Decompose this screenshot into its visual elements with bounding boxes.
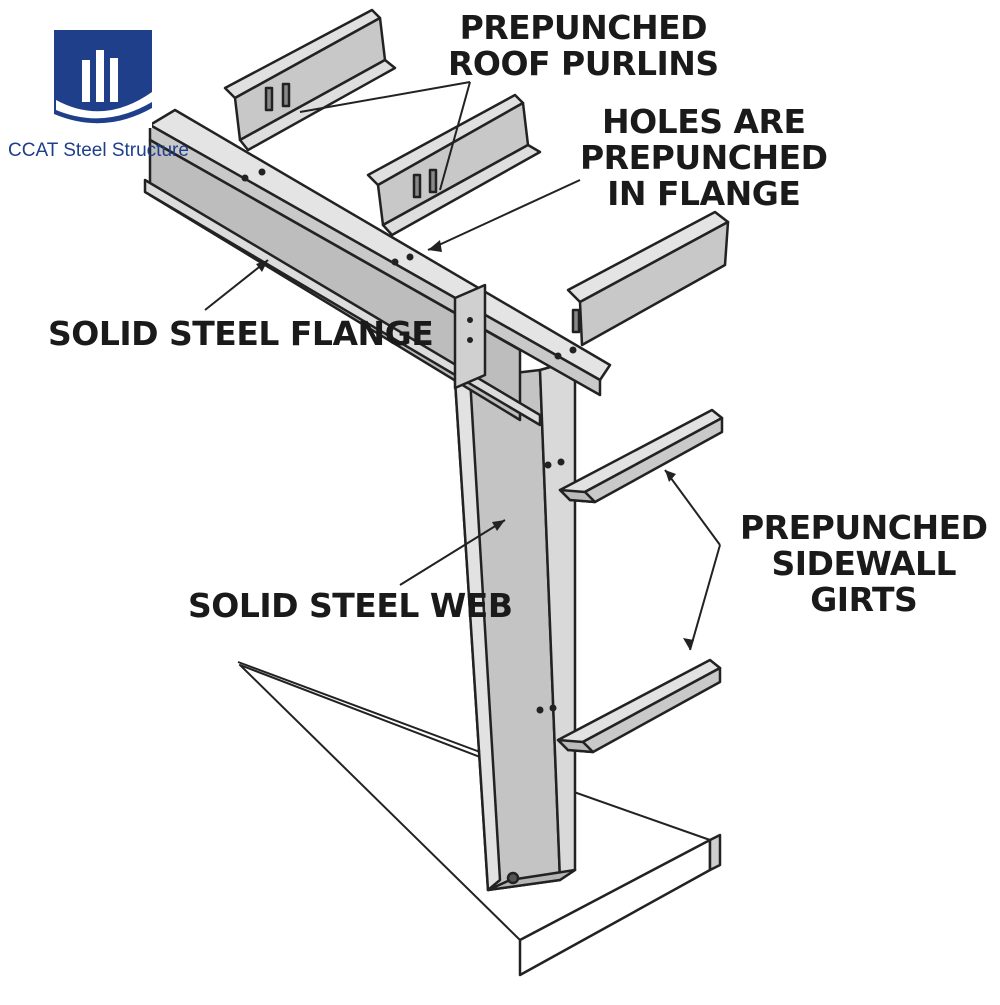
leader-purlin-1 bbox=[299, 81, 471, 113]
company-name: CCAT Steel Structure bbox=[8, 140, 189, 161]
leader-flange bbox=[204, 259, 269, 311]
label-line: IN FLANGE bbox=[607, 174, 801, 213]
leader-slab bbox=[237, 661, 481, 753]
company-logo bbox=[54, 30, 152, 128]
label-line: PREPUNCHED bbox=[740, 508, 988, 547]
connection-plate bbox=[453, 283, 487, 390]
sidewall-girt-2 bbox=[556, 658, 722, 754]
label-solid-steel-web: SOLID STEEL WEB bbox=[188, 586, 513, 625]
roof-purlin-1 bbox=[223, 8, 397, 152]
leader-girt-2 bbox=[689, 544, 721, 651]
label-line: PREPUNCHED bbox=[459, 8, 708, 47]
leader-holes bbox=[427, 179, 581, 251]
tapered-column bbox=[453, 358, 577, 892]
label-roof-purlins: PREPUNCHED ROOF PURLINS bbox=[448, 10, 719, 82]
label-holes-prepunched: HOLES ARE PREPUNCHED IN FLANGE bbox=[580, 104, 828, 212]
leader-purlin-2 bbox=[439, 81, 471, 191]
label-line: HOLES ARE bbox=[602, 102, 806, 141]
leader-lines bbox=[204, 81, 721, 753]
eave-strut bbox=[566, 210, 730, 347]
label-line: SIDEWALL bbox=[771, 544, 957, 583]
rafter-beam bbox=[143, 108, 612, 427]
leader-girt-1 bbox=[664, 469, 721, 546]
label-line: GIRTS bbox=[810, 580, 918, 619]
label-line: PREPUNCHED bbox=[580, 138, 828, 177]
foundation-slab bbox=[239, 664, 722, 977]
label-line: ROOF PURLINS bbox=[448, 44, 719, 83]
label-sidewall-girts: PREPUNCHED SIDEWALL GIRTS bbox=[740, 510, 988, 618]
roof-purlin-2 bbox=[366, 93, 542, 237]
leader-web bbox=[399, 519, 506, 586]
label-solid-steel-flange: SOLID STEEL FLANGE bbox=[48, 314, 434, 353]
arrowheads bbox=[256, 240, 694, 650]
sidewall-girt-1 bbox=[558, 408, 724, 504]
